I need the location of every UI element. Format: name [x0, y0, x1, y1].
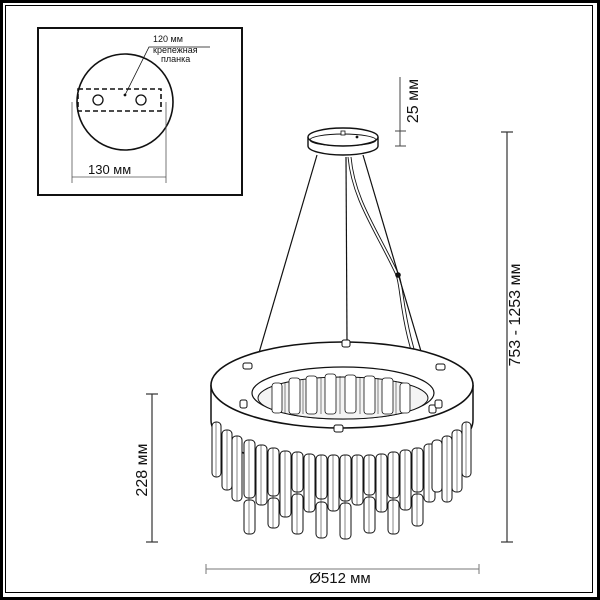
diameter-label: Ø512 мм: [309, 570, 371, 587]
body-height-label: 228 мм: [134, 443, 151, 497]
plate-length-label: 120 мм: [153, 34, 183, 44]
body-height-dimension: [146, 393, 158, 543]
mounting-plate-outline: [77, 88, 162, 112]
diameter-dimension: [205, 564, 480, 574]
ceiling-canopy: [307, 127, 379, 156]
crystal-facet-lines: [215, 422, 467, 539]
leader-line: [124, 46, 210, 96]
canopy-top-view: [71, 46, 210, 183]
crystal-pendants: [211, 421, 472, 540]
mounting-inset-box: [37, 27, 243, 196]
inner-crystals: [271, 373, 411, 415]
canopy-height-label: 25 мм: [405, 78, 422, 124]
screw-hole-left: [92, 94, 104, 106]
ring-studs: [239, 339, 446, 433]
plate-caption-line1: крепежная: [153, 45, 198, 55]
total-height-dimension: [501, 131, 513, 543]
canopy-height-dimension: [395, 77, 406, 147]
total-height-label: 753 - 1253 мм: [507, 263, 524, 367]
canopy-width-label: 130 мм: [88, 162, 132, 177]
suspension-wires: [243, 154, 437, 405]
plate-caption-line2: планка: [161, 54, 191, 64]
screw-hole-right: [135, 94, 147, 106]
inner-frame: [5, 5, 593, 593]
